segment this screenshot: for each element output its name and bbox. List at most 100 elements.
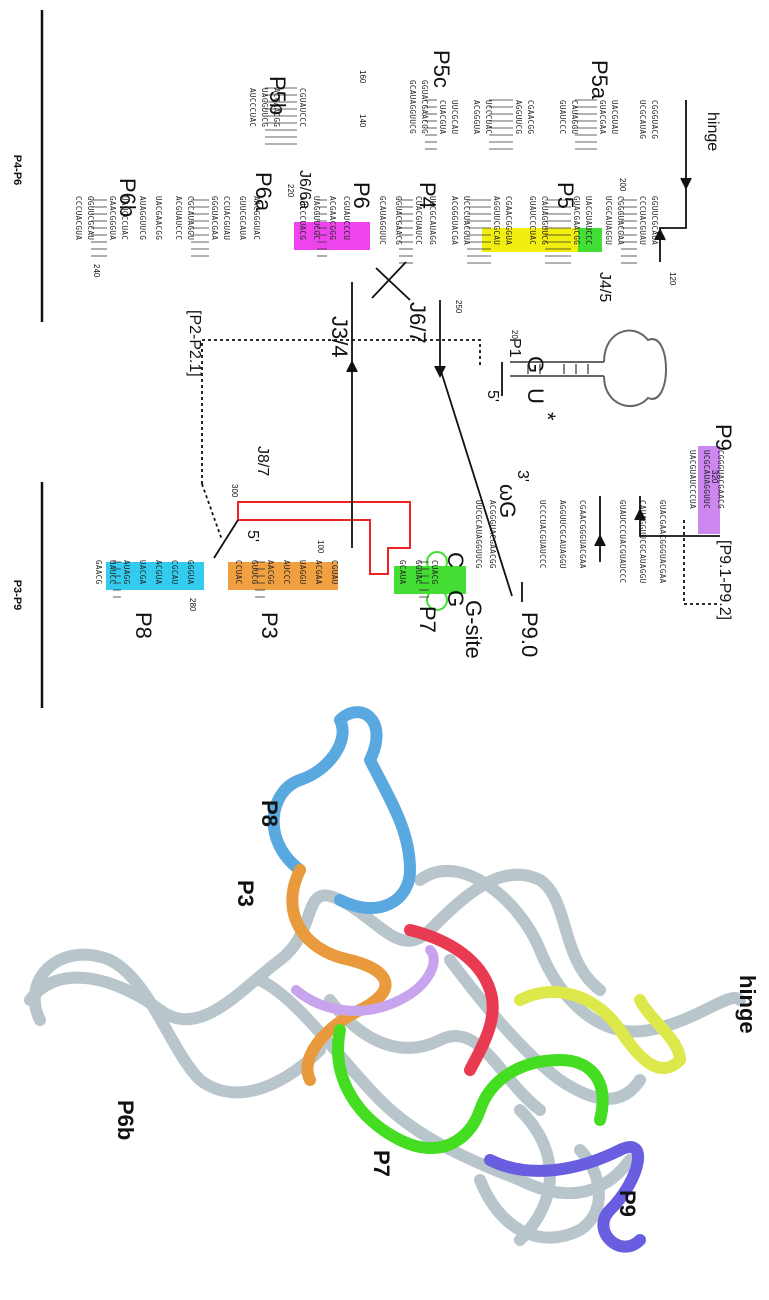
label-j3-4: J3/4 — [327, 316, 352, 358]
label-j6-7: J6/7 — [405, 302, 430, 344]
tertiary-ribbon — [24, 706, 746, 1253]
ribbon-p3-orange — [286, 864, 392, 1086]
nucleotide-column: AGGUUCG — [514, 100, 523, 134]
nucleotide-column: GUACGAACGG — [572, 196, 581, 245]
label-p5b: P5b — [265, 76, 290, 115]
nucleotide-column: GCAUAGGUUC — [378, 196, 387, 245]
label-j6-6a: J6/6a — [296, 170, 313, 209]
nucleotide-column: CAUAGGUUCGCAUAGGU — [638, 500, 647, 584]
nucleotide-column: GUAUCCCUAC — [528, 196, 537, 245]
nucleotide-column: GCAUAGGUUCG — [408, 80, 417, 134]
nucleotide-column: GGGUACGAA — [210, 196, 219, 240]
nucleotide-column: CGCAU — [170, 560, 179, 585]
label-p6: P6 — [349, 182, 374, 209]
label-p7: P7 — [415, 606, 440, 633]
label-omegag: ωG — [495, 484, 520, 518]
p9-1-highlight — [698, 446, 720, 534]
nucleotide-column: ACGAACGGG — [328, 196, 337, 240]
p3-highlight — [228, 562, 338, 590]
p5-highlight-green — [578, 228, 602, 252]
nucleotide-column: CUACGUAUCC — [414, 196, 423, 245]
label-n280: 280 — [188, 598, 197, 612]
tertiary-labels: P8 P3 hinge P6b P7 P9 — [113, 800, 760, 1217]
p8-3d-label: P8 — [257, 800, 282, 827]
nucleotide-column: CGCAUAGGU — [186, 196, 195, 240]
label-p8: P8 — [131, 612, 156, 639]
ribbon-p9-violet — [484, 1141, 646, 1253]
crossover-b — [371, 261, 407, 299]
label-n240: 240 — [92, 264, 101, 278]
nucleotide-column: AGGUUCGCAUAGGU — [558, 500, 567, 569]
nucleotide-column: CAUAGGUUCG — [540, 196, 549, 245]
label-three-prime: 3' — [514, 470, 531, 482]
nucleotide-column: UAGGUUCG — [260, 88, 269, 127]
nucleotide-column: GUUCG — [250, 560, 259, 585]
nucleotide-column: GUAUCCC — [558, 100, 567, 134]
crossover-a — [375, 267, 411, 301]
j8-7-entry — [213, 519, 239, 559]
nucleotide-column: UUCGCAUAGGUUCG — [474, 500, 483, 569]
nucleotide-column: UCCCUACGUA — [462, 196, 471, 245]
nucleotide-column: AUAGGUUCG — [138, 196, 147, 240]
label-five-prime-a: 5' — [484, 390, 501, 402]
nucleotide-column: AUCCCUAC — [248, 88, 257, 127]
nucleotide-column: AACGG — [266, 560, 275, 585]
hinge-arrowhead-b — [654, 227, 666, 241]
nucleotide-column: CGAACGG — [526, 100, 535, 134]
hinge-arrow-line — [659, 100, 687, 262]
label-n200: 200 — [618, 178, 627, 192]
nucleotide-column: GGUACGAACGG — [420, 80, 429, 134]
nucleotide-column: GGUAC — [414, 560, 423, 585]
nucleotide-column: AUCCC — [282, 560, 291, 585]
p6-highlight — [294, 222, 370, 250]
p9-1-dotted — [683, 520, 720, 605]
p9-arrowheads — [594, 507, 646, 547]
nucleotide-column: AUAGG — [122, 560, 131, 585]
label-u-letter: U — [523, 388, 548, 404]
nucleotide-column: AGGUUCGCAU — [492, 196, 501, 245]
label-n160: 160 — [358, 70, 367, 84]
hinge-arrowhead — [680, 177, 692, 191]
nucleotide-column: CCUACGUAU — [222, 196, 231, 240]
nucleotide-column: CCCUACGUA — [74, 196, 83, 240]
nucleotide-column: GGUUCGCAUA — [650, 196, 659, 245]
nucleotide-column: UACGA — [138, 560, 147, 585]
nucleotide-column: CGGGUACG — [650, 100, 659, 139]
nucleotide-column: CGUAUCCCU — [342, 196, 351, 240]
label-p9-1-p9-2: [P9.1-P9.2] — [716, 540, 733, 620]
label-j4-5: J4/5 — [596, 272, 613, 302]
label-p2-p2-1: [P2-P2.1] — [186, 310, 203, 377]
nucleotide-column: CGGGUACGAA — [616, 196, 625, 245]
nucleotide-column: UAGGU — [298, 560, 307, 585]
label-g-letter-b: G — [443, 590, 468, 607]
ribbon-p8-blue — [267, 706, 416, 915]
label-star: * — [535, 412, 560, 421]
nucleotide-column: ACGGGUA — [472, 100, 481, 134]
nucleotide-column: CGAACGGGUA — [504, 196, 513, 245]
nucleotide-column: GAACGGGUA — [108, 196, 117, 240]
ribbon-gray — [24, 864, 746, 1246]
nucleotide-column: GGGUA — [186, 560, 195, 585]
nucleotide-column: UAUCCCUAC — [120, 196, 129, 240]
nucleotide-column: GUAUCCCUACGUAUCCC — [618, 500, 627, 584]
nucleotide-column: UACGAACGG — [154, 196, 163, 240]
nucleotide-column: UCGCAUAGGUUC — [702, 450, 711, 509]
nucleotide-column: GUACGAACGGGUACGAA — [658, 500, 667, 584]
label-n320: 320 — [710, 470, 719, 484]
label-p6a: P6a — [251, 172, 276, 212]
label-p6b: P6b — [115, 178, 140, 217]
nucleotide-column: GUACGAA — [598, 100, 607, 134]
nucleotide-column: CCUAC — [234, 560, 243, 585]
p4p6-label: P4-P6 — [11, 155, 23, 186]
nucleotide-column: GGUACGAACG — [394, 196, 403, 245]
nucleotide-column: AACGGGUAC — [252, 196, 261, 240]
p2-dotted-line-b — [201, 483, 223, 541]
p5-highlight-yellow — [482, 228, 578, 252]
nucleotide-column: CUACGUA — [438, 100, 447, 134]
p1-loop — [510, 329, 667, 407]
g-site-circle-b — [426, 589, 448, 611]
nucleotide-column: CGUAU — [330, 560, 339, 585]
p7-highlight — [394, 566, 466, 594]
